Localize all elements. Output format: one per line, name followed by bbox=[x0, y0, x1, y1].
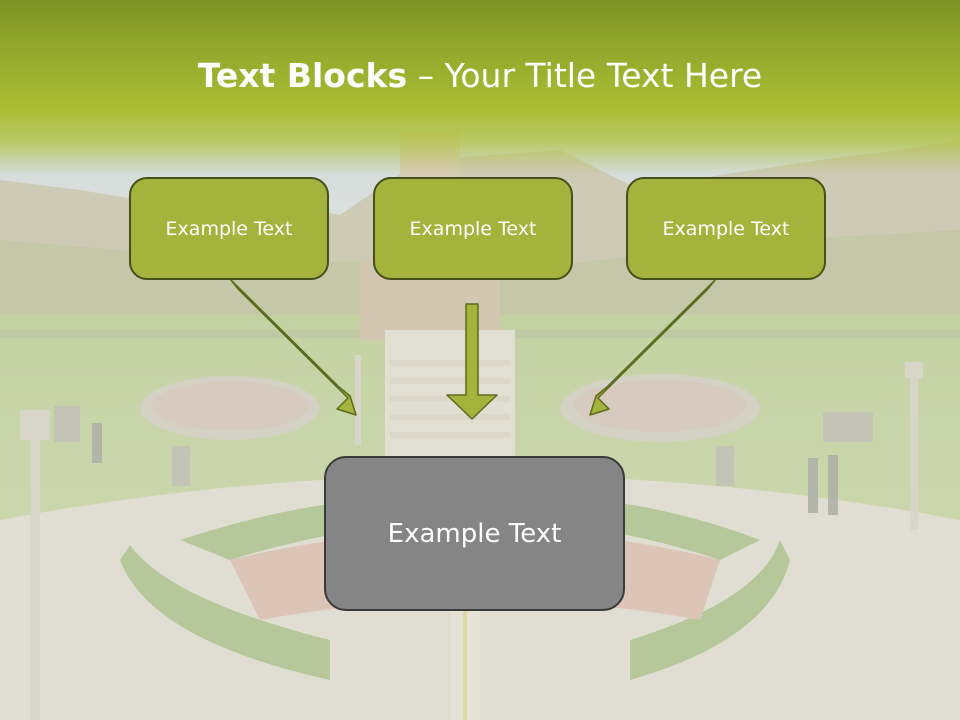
arrow-right bbox=[589, 278, 717, 416]
title-dash: – bbox=[407, 56, 445, 95]
title-rest-part: Your Title Text Here bbox=[444, 56, 763, 95]
title-bold-part: Text Blocks bbox=[197, 56, 408, 95]
arrow-left bbox=[229, 278, 357, 416]
text-block-1[interactable]: Example Text bbox=[129, 177, 329, 280]
text-block-center[interactable]: Example Text bbox=[324, 456, 625, 611]
title-band bbox=[0, 0, 960, 175]
slide-title: Text Blocks – Your Title Text Here bbox=[0, 52, 960, 100]
arrow-center bbox=[446, 303, 498, 420]
text-block-2[interactable]: Example Text bbox=[373, 177, 573, 280]
text-block-3[interactable]: Example Text bbox=[626, 177, 826, 280]
